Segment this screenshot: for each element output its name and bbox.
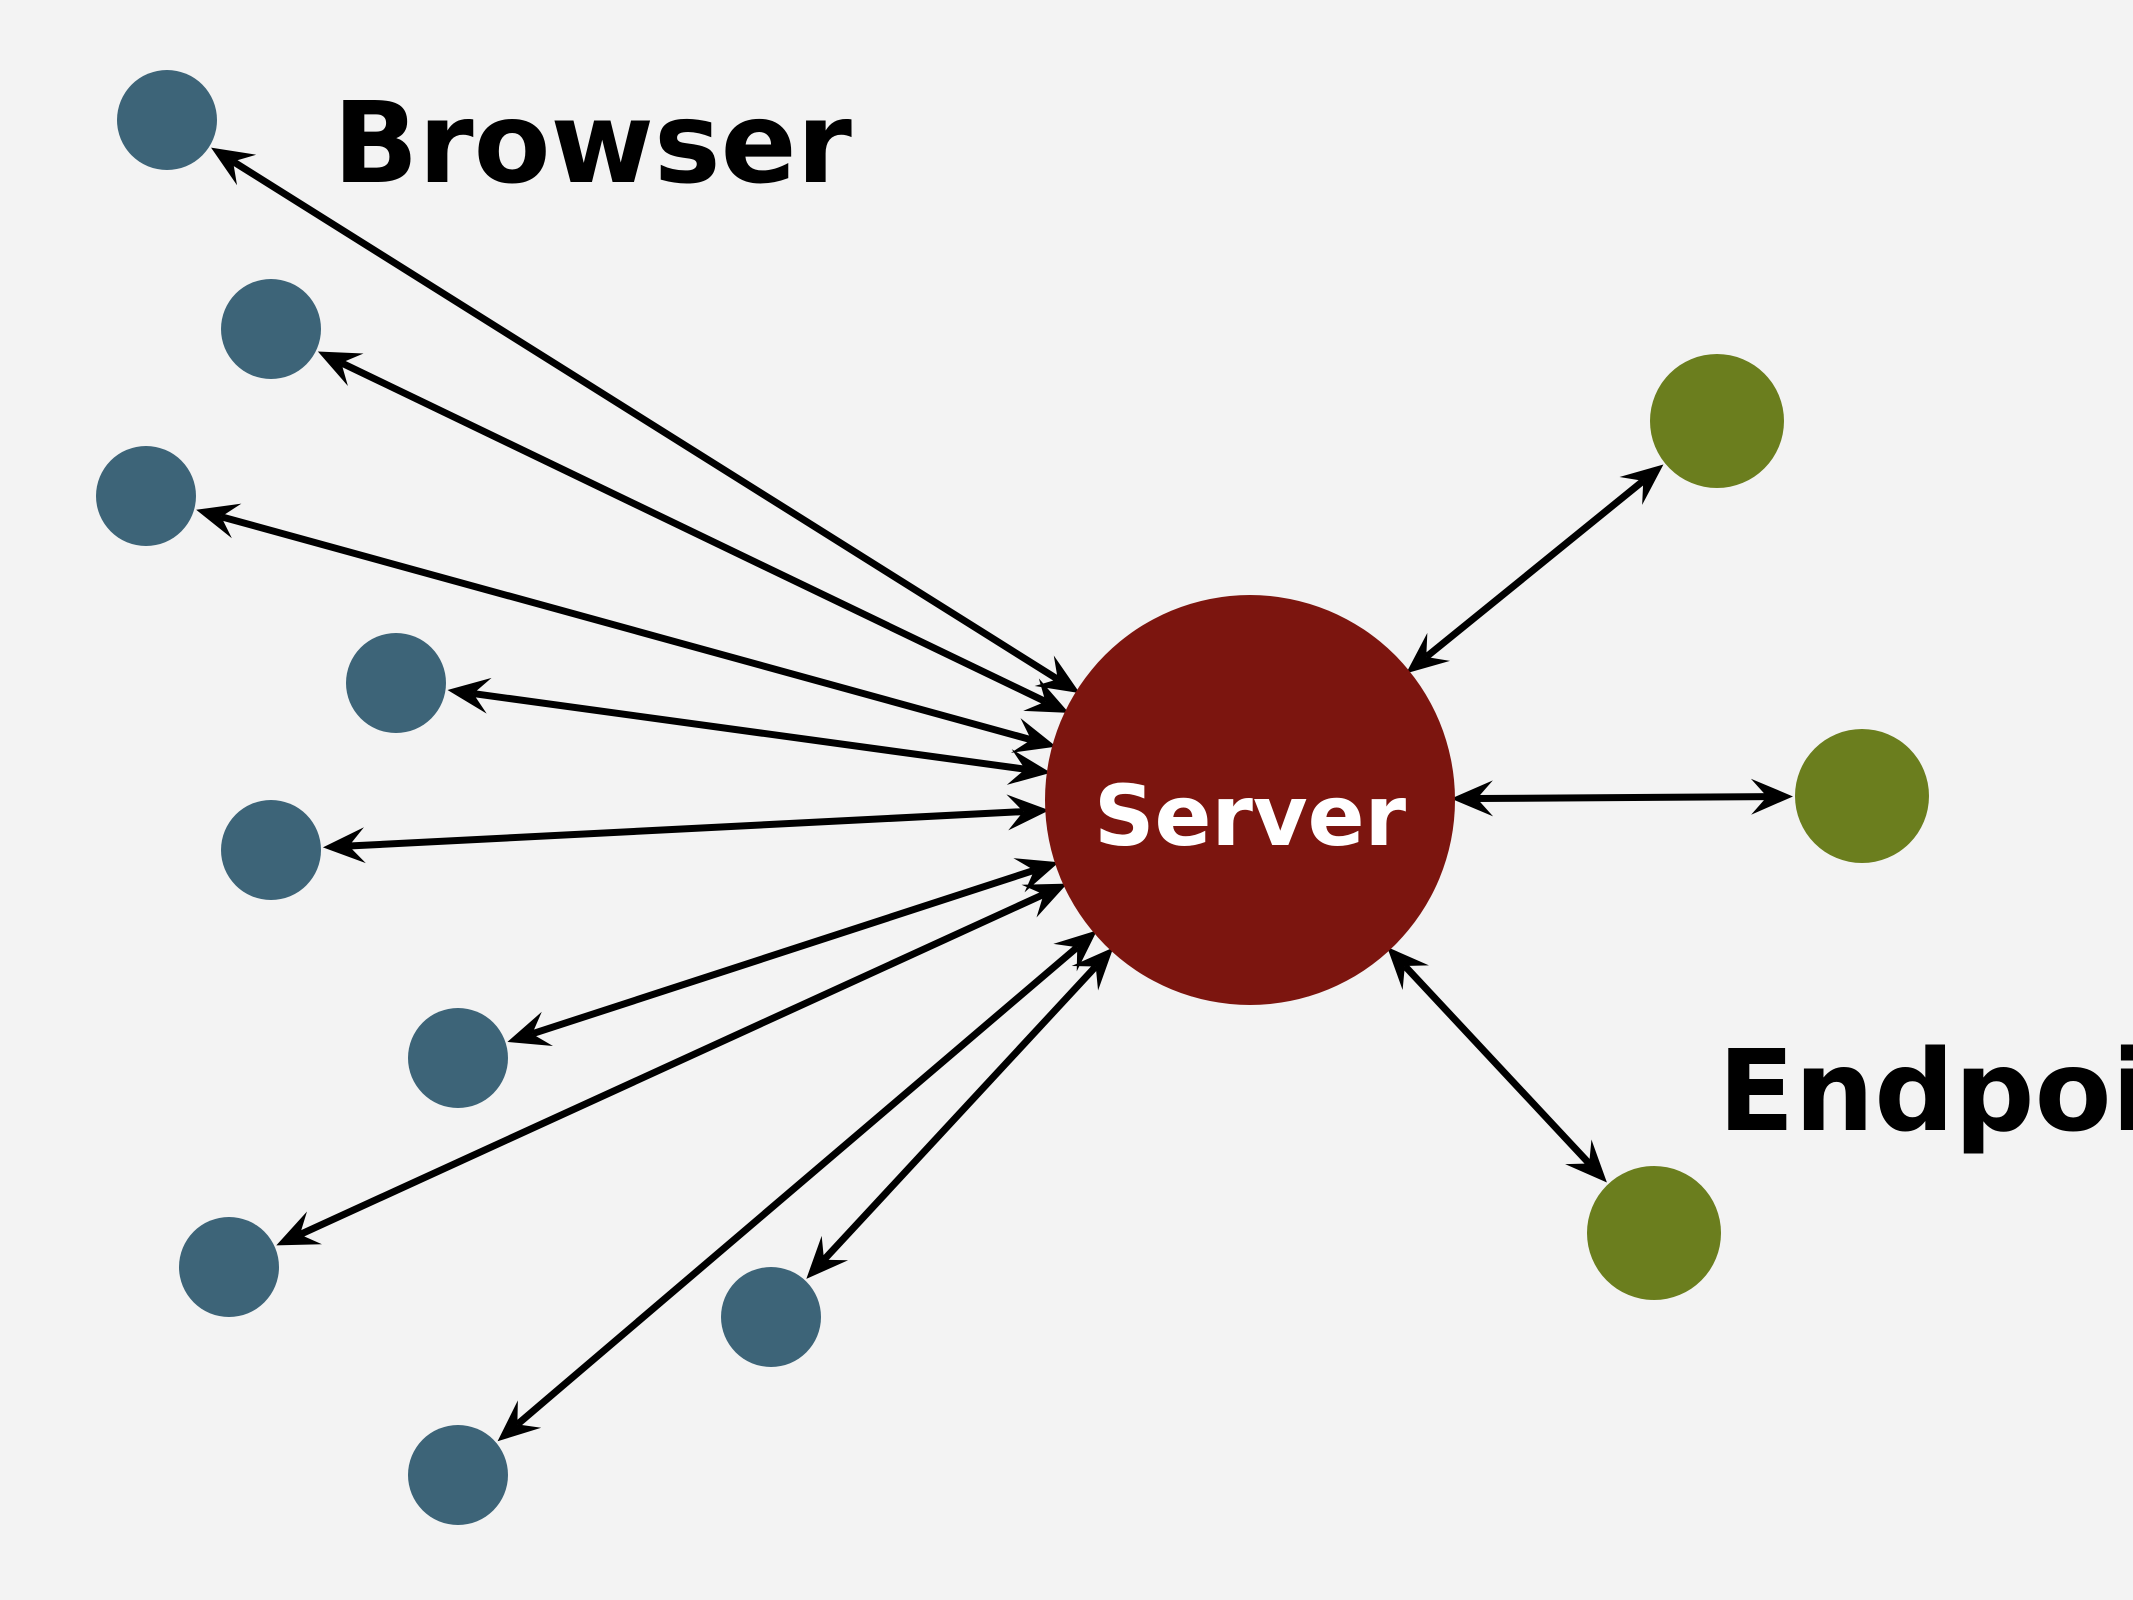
- arrowhead-icon: [1387, 946, 1429, 990]
- browser-node: [96, 446, 196, 546]
- endpoint-node: [1587, 1166, 1721, 1300]
- edge-server-browser-8: [806, 947, 1114, 1279]
- arrowhead-icon: [1565, 1139, 1607, 1183]
- browser-group-label: Browser: [333, 79, 852, 209]
- edge-server-browser-4: [447, 677, 1051, 785]
- arrowhead-icon: [1006, 794, 1050, 831]
- arrowhead-icon: [1071, 947, 1114, 991]
- arrowhead-icon: [1013, 858, 1059, 893]
- edge-line: [515, 944, 1080, 1428]
- arrowhead-icon: [507, 1011, 553, 1046]
- edge-server-endpoint-1: [1406, 464, 1664, 674]
- edge-server-browser-3: [196, 503, 1057, 753]
- edge-server-endpoint-2: [1450, 778, 1794, 817]
- edges-layer: [196, 147, 1794, 1442]
- browser-node: [721, 1267, 821, 1367]
- arrowhead-icon: [196, 503, 242, 539]
- edge-server-browser-5: [322, 794, 1050, 864]
- arrowhead-icon: [1053, 930, 1098, 972]
- arrowhead-icon: [1006, 749, 1051, 785]
- browser-node: [408, 1425, 508, 1525]
- browser-node: [221, 279, 321, 379]
- edge-line: [348, 808, 1024, 850]
- arrowhead-icon: [1750, 778, 1794, 815]
- endpoint-group-label: Endpoint: [1718, 1027, 2133, 1157]
- browser-node: [346, 633, 446, 733]
- edge-line: [1424, 478, 1646, 660]
- arrowhead-icon: [1021, 883, 1068, 918]
- edge-line: [220, 513, 1033, 744]
- browser-node: [179, 1217, 279, 1317]
- arrowhead-icon: [447, 677, 492, 714]
- edge-line: [339, 359, 1047, 705]
- edge-line: [298, 891, 1046, 1238]
- browser-node: [117, 70, 217, 170]
- arrowhead-icon: [1034, 655, 1080, 694]
- edge-line: [231, 158, 1060, 683]
- arrowhead-icon: [322, 827, 366, 864]
- edge-server-browser-6: [507, 858, 1059, 1046]
- browser-node: [221, 800, 321, 900]
- edge-server-browser-9: [497, 930, 1098, 1442]
- server-node: [1045, 595, 1455, 1005]
- browser-node: [408, 1008, 508, 1108]
- arrowhead-icon: [317, 351, 364, 386]
- edge-server-browser-7: [276, 883, 1068, 1246]
- arrowhead-icon: [806, 1235, 849, 1279]
- arrowhead-icon: [1450, 780, 1494, 817]
- arrowhead-icon: [1023, 678, 1069, 713]
- arrowhead-icon: [211, 147, 257, 186]
- arrowhead-icon: [1619, 464, 1664, 505]
- edge-line: [472, 690, 1026, 773]
- arrowhead-icon: [276, 1211, 322, 1246]
- edge-server-endpoint-3: [1387, 946, 1607, 1183]
- edge-server-browser-2: [317, 351, 1069, 713]
- edge-line: [531, 866, 1036, 1038]
- endpoint-node: [1650, 354, 1784, 488]
- edge-server-browser-1: [211, 147, 1080, 694]
- arrowhead-icon: [1406, 632, 1451, 674]
- edge-line: [821, 964, 1099, 1263]
- arrowhead-icon: [1010, 718, 1057, 753]
- arrowhead-icon: [497, 1400, 542, 1442]
- nodes-layer: [96, 70, 1929, 1525]
- server-label: Server: [1094, 767, 1407, 865]
- edge-line: [1402, 963, 1592, 1166]
- edge-line: [1476, 793, 1768, 803]
- endpoint-node: [1795, 729, 1929, 863]
